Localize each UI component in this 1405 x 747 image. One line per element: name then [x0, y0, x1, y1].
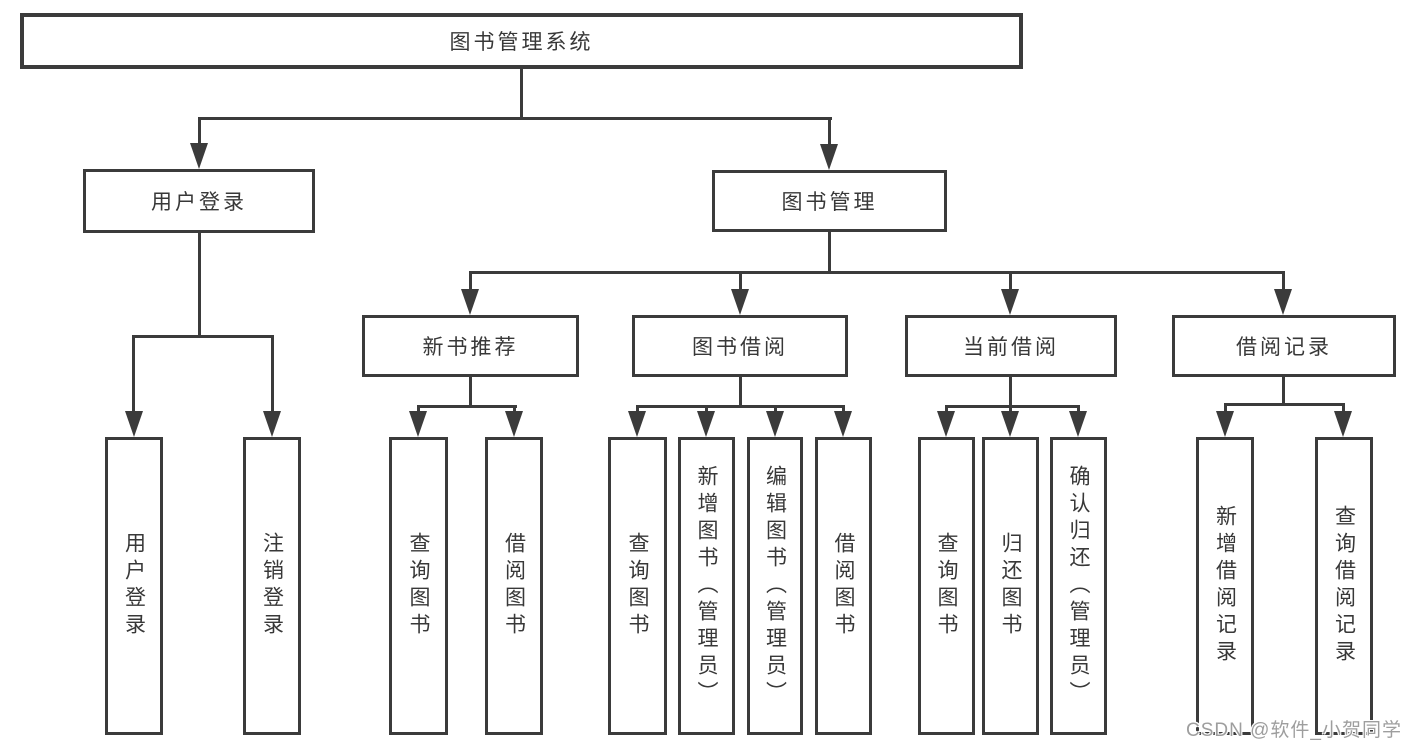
- connector-bookborrow-bar: [636, 405, 844, 408]
- connector-drop-bb1: [636, 405, 639, 413]
- arrow-bb-borrow: [834, 411, 852, 437]
- connector-bookmgmt-stub: [828, 232, 831, 274]
- arrow-currentborrow: [1001, 289, 1019, 315]
- arrow-bb-add: [697, 411, 715, 437]
- connector-currentborrow-stub: [1009, 377, 1012, 408]
- connector-drop-user-login: [198, 117, 201, 145]
- arrow-bookborrow: [731, 289, 749, 315]
- node-root: 图书管理系统: [20, 13, 1023, 69]
- leaf-user-login: 用户登录: [105, 437, 163, 735]
- connector-drop-bb4: [842, 405, 845, 413]
- arrow-leaf-login: [125, 411, 143, 437]
- node-book-borrowing: 图书借阅: [632, 315, 848, 377]
- connector-root-stub: [520, 69, 523, 120]
- connector-drop-nb1: [417, 405, 420, 413]
- connector-drop-r2: [1342, 403, 1345, 413]
- connector-records-stub: [1282, 377, 1285, 406]
- arrow-nb-query: [409, 411, 427, 437]
- connector-newbook-stub: [469, 377, 472, 408]
- leaf-logout: 注销登录: [243, 437, 301, 735]
- arrow-records: [1274, 289, 1292, 315]
- arrow-user-login: [190, 143, 208, 169]
- node-user-login-group: 用户登录: [83, 169, 315, 233]
- arrow-r-add: [1216, 411, 1234, 437]
- leaf-query-books-borrowing: 查询图书: [608, 437, 667, 735]
- arrow-cb-confirm: [1069, 411, 1087, 437]
- arrow-nb-borrow: [505, 411, 523, 437]
- leaf-query-books-recommend: 查询图书: [389, 437, 448, 735]
- connector-drop-nb2: [513, 405, 516, 413]
- connector-drop-book-mgmt: [828, 117, 831, 145]
- leaf-query-books-current: 查询图书: [918, 437, 975, 735]
- connector-drop-cb2: [1009, 405, 1012, 413]
- arrow-r-query: [1334, 411, 1352, 437]
- arrow-leaf-logout: [263, 411, 281, 437]
- connector-drop-cb3: [1077, 405, 1080, 413]
- node-book-management: 图书管理: [712, 170, 947, 232]
- csdn-watermark: CSDN @软件_小贺同学: [1186, 720, 1402, 741]
- arrow-bb-edit: [766, 411, 784, 437]
- connector-level2-bar: [198, 117, 832, 120]
- leaf-add-borrow-record: 新增借阅记录: [1196, 437, 1254, 735]
- connector-bookborrow-stub: [739, 377, 742, 408]
- connector-drop-r1: [1224, 403, 1227, 413]
- leaf-borrow-books: 借阅图书: [815, 437, 872, 735]
- arrow-cb-return: [1001, 411, 1019, 437]
- arrow-cb-query: [937, 411, 955, 437]
- connector-drop-bb2: [705, 405, 708, 413]
- node-current-borrowing: 当前借阅: [905, 315, 1117, 377]
- connector-drop-currentborrow: [1009, 271, 1012, 293]
- leaf-confirm-return-admin: 确认归还（管理员）: [1050, 437, 1107, 735]
- connector-userlogin-stub: [198, 233, 201, 338]
- connector-newbook-bar: [417, 405, 517, 408]
- connector-drop-records: [1282, 271, 1285, 293]
- arrow-bb-query: [628, 411, 646, 437]
- node-new-book-recommend: 新书推荐: [362, 315, 579, 377]
- leaf-query-borrow-record: 查询借阅记录: [1315, 437, 1373, 735]
- connector-drop-leaf-logout: [271, 335, 274, 413]
- connector-drop-newbook: [469, 271, 472, 293]
- connector-drop-leaf-login: [132, 335, 135, 413]
- leaf-return-books: 归还图书: [982, 437, 1039, 735]
- node-borrow-records: 借阅记录: [1172, 315, 1396, 377]
- leaf-add-books-admin: 新增图书（管理员）: [678, 437, 735, 735]
- connector-currentborrow-bar: [945, 405, 1080, 408]
- leaf-edit-books-admin: 编辑图书（管理员）: [747, 437, 803, 735]
- leaf-borrow-books-recommend: 借阅图书: [485, 437, 543, 735]
- arrow-book-mgmt: [820, 144, 838, 170]
- connector-userlogin-bar: [132, 335, 274, 338]
- connector-drop-bb3: [774, 405, 777, 413]
- connector-level3-bar: [469, 271, 1285, 274]
- arrow-newbook: [461, 289, 479, 315]
- connector-drop-bookborrow: [739, 271, 742, 293]
- connector-records-bar: [1224, 403, 1345, 406]
- connector-drop-cb1: [945, 405, 948, 413]
